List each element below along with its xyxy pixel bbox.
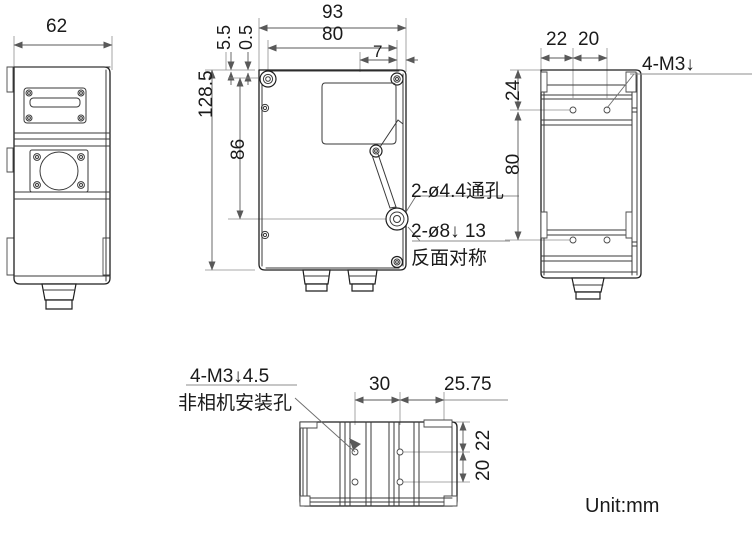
- front-view-body: [6, 66, 111, 310]
- side-view-dim-7: [359, 52, 418, 72]
- side-view-dim-86: [228, 77, 390, 220]
- rear-view: [505, 48, 752, 300]
- side-view-dim-86-label: 86: [228, 138, 249, 160]
- rear-view-note-leader: [606, 73, 752, 109]
- side-view-dim-7-label: 7: [373, 42, 383, 61]
- side-view-dim-128-5-label: 128.5: [196, 70, 217, 118]
- side-view-dim-80-label: 80: [322, 24, 344, 45]
- side-view-dim-5-5: [225, 52, 235, 85]
- side-view-body: [258, 69, 409, 292]
- bottom-view-dim-25-75: [399, 392, 508, 425]
- side-view-dim-5-5-label: 5.5: [214, 24, 234, 50]
- side-view-dim-80: [267, 40, 398, 72]
- bottom-view-note-leader: [186, 384, 361, 453]
- rear-view-dim-20: [572, 48, 608, 98]
- bottom-view-body: [299, 419, 458, 507]
- side-view-dim-0-5-label: 0.5: [236, 24, 256, 50]
- bottom-view-dim-30: [354, 392, 401, 425]
- bottom-view-note-non-camera-mount: 非相机安装孔: [178, 393, 293, 414]
- side-view-note-through-hole: 2-ø4.4通孔: [411, 181, 504, 202]
- side-view-note-leaders: [405, 195, 519, 242]
- rear-view-dim-80-label: 80: [503, 153, 524, 175]
- rear-view-body: [540, 69, 642, 300]
- bottom-view-note-4-m3-45: 4-M3↓4.5: [190, 366, 270, 387]
- bottom-view-dim-20-label: 20: [473, 459, 494, 481]
- side-view-note-counterbore-sub: 反面对称: [411, 248, 488, 269]
- side-view-dim-128-5: [205, 69, 255, 271]
- rear-view-dim-24-label: 24: [503, 79, 524, 101]
- rear-view-note-4-m3: 4-M3↓: [642, 54, 695, 75]
- rear-view-dim-22-label: 22: [546, 29, 568, 50]
- front-view-dim-62: [13, 36, 113, 70]
- rear-view-dim-20-label: 20: [578, 29, 600, 50]
- front-view-dim-62-label: 62: [46, 16, 68, 37]
- front-view: [6, 36, 113, 310]
- rear-view-dim-80: [505, 111, 575, 241]
- unit-label: Unit:mm: [585, 495, 660, 517]
- bottom-view-dim-22-label: 22: [473, 429, 494, 451]
- rear-view-dim-24: [510, 69, 575, 111]
- bottom-view: [186, 384, 508, 507]
- bottom-view-dim-30-label: 30: [369, 374, 391, 395]
- bottom-view-dim-25-75-label: 25.75: [444, 374, 492, 395]
- side-view-dim-93-label: 93: [322, 2, 344, 23]
- bottom-view-dim-20: [400, 451, 470, 483]
- side-view: [205, 18, 519, 292]
- side-view-note-counterbore: 2-ø8↓ 13: [411, 221, 486, 242]
